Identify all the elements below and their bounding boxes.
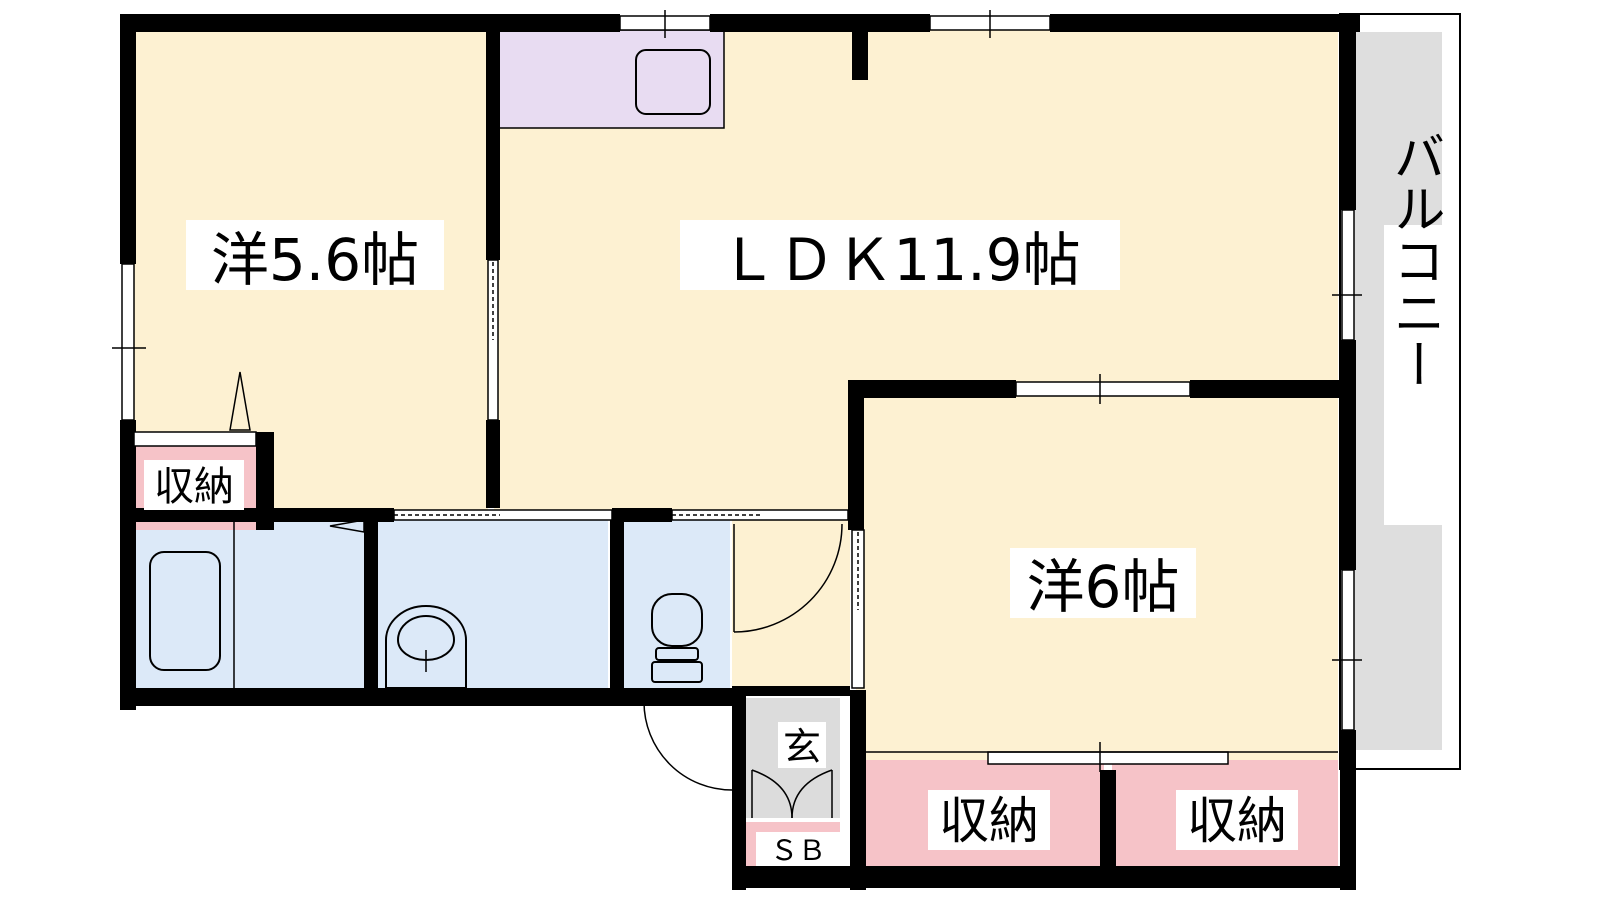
entrance-label: 玄 — [783, 725, 821, 769]
ldk-label: ＬＤＫ11.9帖 — [719, 226, 1080, 294]
doors — [229, 371, 843, 791]
sink-icon — [635, 49, 711, 115]
toilet-icon — [651, 593, 703, 683]
ldk-floor-lower — [494, 380, 848, 510]
windows — [112, 10, 1362, 772]
western-room-a-label: 洋5.6帖 — [211, 226, 419, 294]
washroom-floor — [366, 520, 608, 688]
bath-floor — [134, 520, 364, 688]
washbasin-icon — [385, 605, 467, 689]
bathtub-icon — [149, 551, 221, 671]
walls — [120, 14, 1360, 890]
hall-floor — [732, 512, 850, 690]
balcony-label: バルコニー — [1384, 130, 1444, 390]
storage-left-label: 収納 — [154, 464, 234, 510]
shoe-cabinet-doors — [751, 769, 833, 819]
storage-bottom-1-label: 収納 — [939, 792, 1039, 850]
storage-bottom-2-label: 収納 — [1187, 792, 1287, 850]
western-room-b-label: 洋6帖 — [1027, 553, 1180, 621]
kitchen-counter — [493, 29, 725, 129]
shoe-box-label: ＳＢ — [770, 834, 826, 867]
